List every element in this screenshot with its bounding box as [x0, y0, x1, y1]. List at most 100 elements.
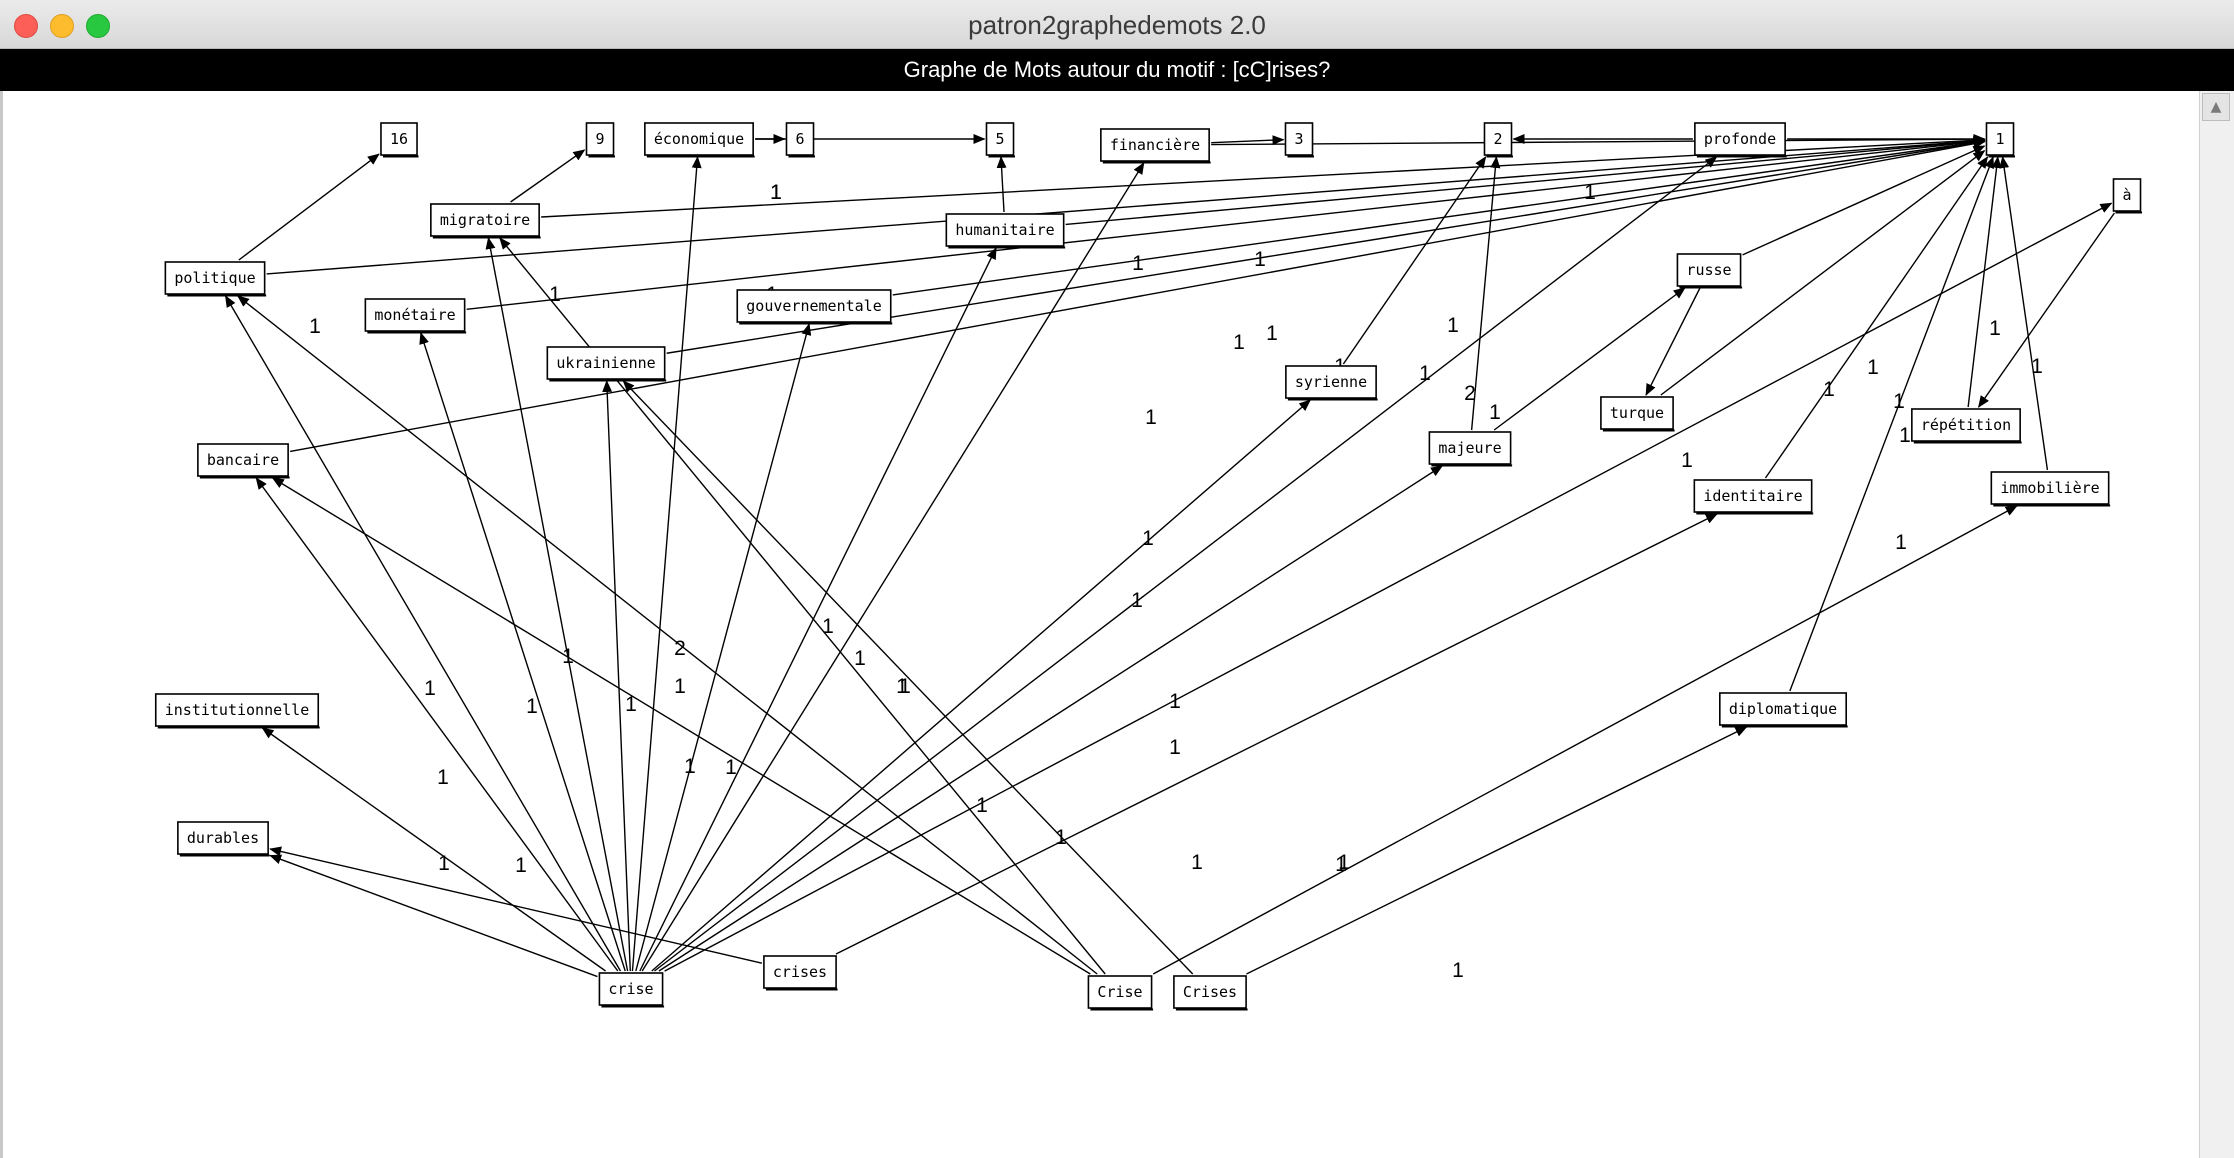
node-box[interactable] [197, 443, 289, 477]
node-turque[interactable]: turque [1600, 396, 1675, 432]
edge-weight-label: 1 [1893, 390, 1905, 413]
node-gouvernementale[interactable]: gouvernementale [736, 289, 893, 325]
node-diplomatique[interactable]: diplomatique [1719, 692, 1848, 728]
node-box[interactable] [785, 122, 815, 156]
node-label: migratoire [440, 211, 530, 229]
node-label: russe [1686, 261, 1731, 279]
node-box[interactable] [2112, 178, 2142, 212]
node-migratoire[interactable]: migratoire [430, 203, 541, 239]
edge-crise-politique [224, 295, 622, 972]
edge-weight-label: 1 [1132, 252, 1144, 275]
node-crises[interactable]: crises [763, 955, 838, 991]
node-box[interactable] [1719, 692, 1847, 726]
node-humanitaire[interactable]: humanitaire [945, 213, 1066, 249]
edge-weight-label: 1 [1142, 527, 1154, 550]
edge-crise-financiere [641, 162, 1145, 972]
node-box[interactable] [1600, 396, 1674, 430]
node-crise[interactable]: crise [598, 972, 665, 1008]
node-identitaire[interactable]: identitaire [1693, 479, 1814, 515]
node-n5[interactable]: 5 [985, 122, 1016, 158]
edge-russe-n1 [1742, 145, 1986, 256]
node-box[interactable] [585, 122, 615, 156]
node-box[interactable] [1100, 128, 1210, 162]
minimize-window-button[interactable] [50, 14, 74, 38]
edge-majeure-n2 [1470, 156, 1501, 431]
node-box[interactable] [598, 972, 664, 1006]
node-a[interactable]: à [2112, 178, 2143, 214]
edge-weight-label: 1 [1447, 314, 1459, 337]
node-box[interactable] [763, 955, 837, 989]
node-monetaire[interactable]: monétaire [364, 298, 467, 334]
vertical-scrollbar[interactable]: ▲ [2199, 91, 2234, 1158]
node-politique[interactable]: politique [164, 261, 267, 297]
node-label: monétaire [374, 306, 455, 324]
edge-weight-label: 2 [674, 637, 686, 660]
node-bancaire[interactable]: bancaire [197, 443, 290, 479]
node-box[interactable] [1985, 122, 2015, 156]
edge-weight-label: 1 [1266, 322, 1278, 345]
node-label: 5 [995, 130, 1004, 148]
node-ukrainienne[interactable]: ukrainienne [546, 346, 667, 382]
node-profonde[interactable]: profonde [1694, 122, 1787, 158]
node-n6[interactable]: 6 [785, 122, 816, 158]
node-repetition[interactable]: répétition [1911, 408, 2022, 444]
node-box[interactable] [364, 298, 466, 332]
node-economique[interactable]: économique [644, 122, 755, 158]
node-institutionnelle[interactable]: institutionnelle [154, 693, 320, 729]
close-window-button[interactable] [14, 14, 38, 38]
node-n1[interactable]: 1 [1985, 122, 2016, 158]
node-box[interactable] [154, 693, 320, 727]
scroll-up-arrow-icon[interactable]: ▲ [2202, 93, 2230, 121]
node-label: immobilière [2000, 479, 2099, 497]
node-box[interactable] [1693, 479, 1813, 513]
node-Crise[interactable]: Crise [1087, 975, 1154, 1011]
edge-weight-label: 1 [437, 766, 449, 789]
node-n16[interactable]: 16 [380, 122, 419, 158]
node-box[interactable] [644, 122, 754, 156]
node-Crises[interactable]: Crises [1173, 975, 1248, 1011]
node-box[interactable] [1285, 365, 1377, 399]
node-n9[interactable]: 9 [585, 122, 616, 158]
node-label: durables [187, 829, 259, 847]
edge-crise-monetaire [419, 332, 626, 972]
node-syrienne[interactable]: syrienne [1285, 365, 1378, 401]
node-box[interactable] [380, 122, 418, 156]
node-box[interactable] [1990, 471, 2110, 505]
node-box[interactable] [985, 122, 1015, 156]
node-immobiliere[interactable]: immobilière [1990, 471, 2111, 507]
edge-russe-turque [1645, 287, 1701, 396]
node-box[interactable] [430, 203, 540, 237]
edge-weight-label: 1 [770, 181, 782, 204]
node-box[interactable] [1694, 122, 1786, 156]
node-russe[interactable]: russe [1676, 253, 1743, 289]
edge-weight-label: 1 [1191, 851, 1203, 874]
node-box[interactable] [164, 261, 266, 295]
node-box[interactable] [945, 213, 1065, 247]
node-box[interactable] [1428, 431, 1512, 465]
edge-politique-n1 [266, 136, 1986, 275]
node-box[interactable] [1676, 253, 1742, 287]
edge-crise-gouvernementale [635, 323, 812, 972]
edge-weight-label: 1 [1233, 331, 1245, 354]
maximize-window-button[interactable] [86, 14, 110, 38]
node-label: financière [1110, 136, 1200, 154]
node-n3[interactable]: 3 [1284, 122, 1315, 158]
node-box[interactable] [1284, 122, 1314, 156]
node-n2[interactable]: 2 [1483, 122, 1514, 158]
node-durables[interactable]: durables [177, 821, 270, 857]
node-box[interactable] [1483, 122, 1513, 156]
node-box[interactable] [177, 821, 269, 855]
edge-weight-label: 1 [1254, 248, 1266, 271]
edge-weight-label: 1 [1338, 851, 1350, 874]
edge-crise-durables [269, 854, 598, 978]
node-box[interactable] [736, 289, 892, 323]
node-label: 9 [595, 130, 604, 148]
node-majeure[interactable]: majeure [1428, 431, 1513, 467]
node-box[interactable] [1911, 408, 2021, 442]
node-box[interactable] [546, 346, 666, 380]
edge-weight-label: 1 [1452, 959, 1464, 982]
node-box[interactable] [1087, 975, 1153, 1009]
node-financiere[interactable]: financière [1100, 128, 1211, 164]
node-box[interactable] [1173, 975, 1247, 1009]
